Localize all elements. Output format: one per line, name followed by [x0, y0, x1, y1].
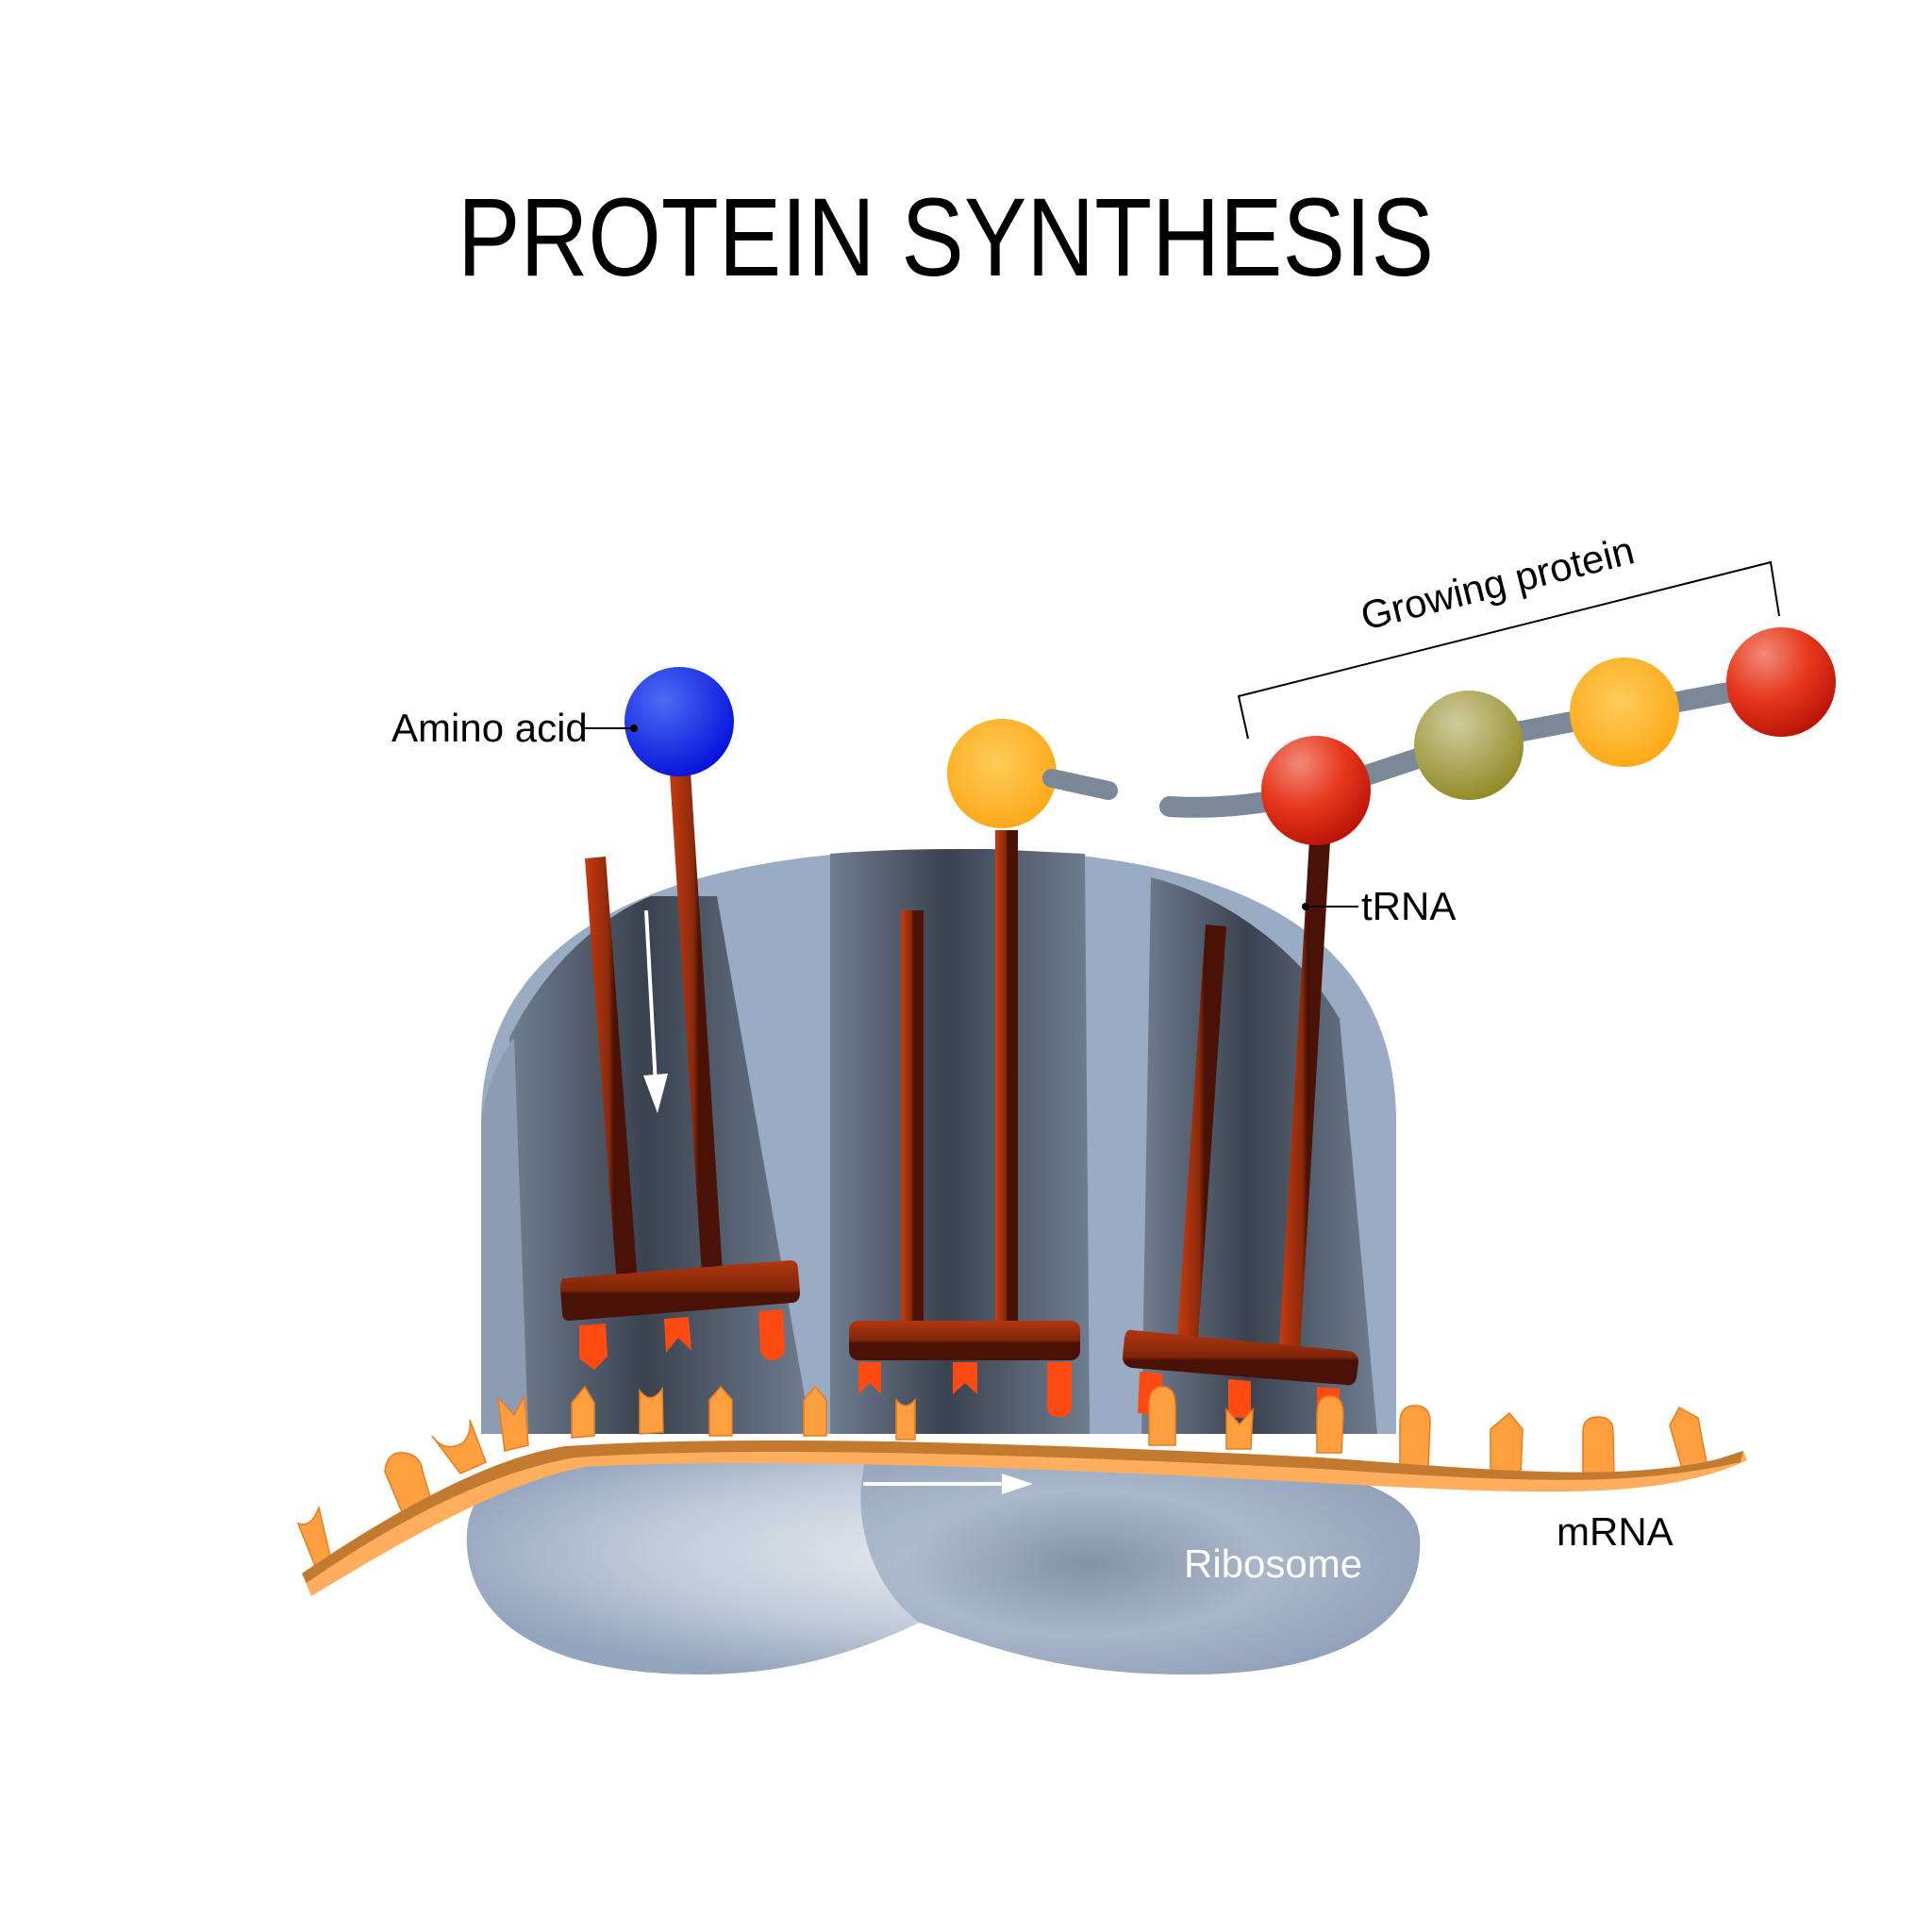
trna-label: tRNA	[1361, 884, 1456, 928]
growing-protein-label: Growing protein	[1357, 527, 1639, 638]
peptide-bond-broken-left	[1042, 769, 1118, 800]
ribosome-label: Ribosome	[1184, 1541, 1362, 1586]
amino-acid-blue	[625, 667, 734, 776]
ribosome-small-subunit	[466, 1453, 1421, 1674]
amino-acid-orange	[947, 719, 1057, 828]
amino-acid-red-chain	[1726, 627, 1836, 737]
peptide-bond-broken-right	[1159, 790, 1289, 818]
page-title: PROTEIN SYNTHESIS	[458, 175, 1434, 300]
trna-label-group: tRNA	[1302, 884, 1456, 928]
arrow-right-icon	[863, 1474, 1033, 1494]
trna-incoming	[560, 772, 800, 1370]
mrna-strand	[296, 1385, 1747, 1596]
trna-p-site	[849, 830, 1080, 1417]
amino-acid-label-group: Amino acid	[391, 706, 638, 750]
amino-acid-olive	[1414, 691, 1524, 800]
mrna-label: mRNA	[1557, 1509, 1674, 1554]
amino-acid-red-attached	[1261, 736, 1371, 845]
amino-acid-label: Amino acid	[391, 706, 588, 750]
trna-a-site	[1123, 840, 1358, 1423]
amino-acid-orange-chain	[1570, 658, 1679, 767]
growing-protein-chain	[1261, 627, 1836, 845]
arrow-down-icon	[643, 909, 668, 1113]
